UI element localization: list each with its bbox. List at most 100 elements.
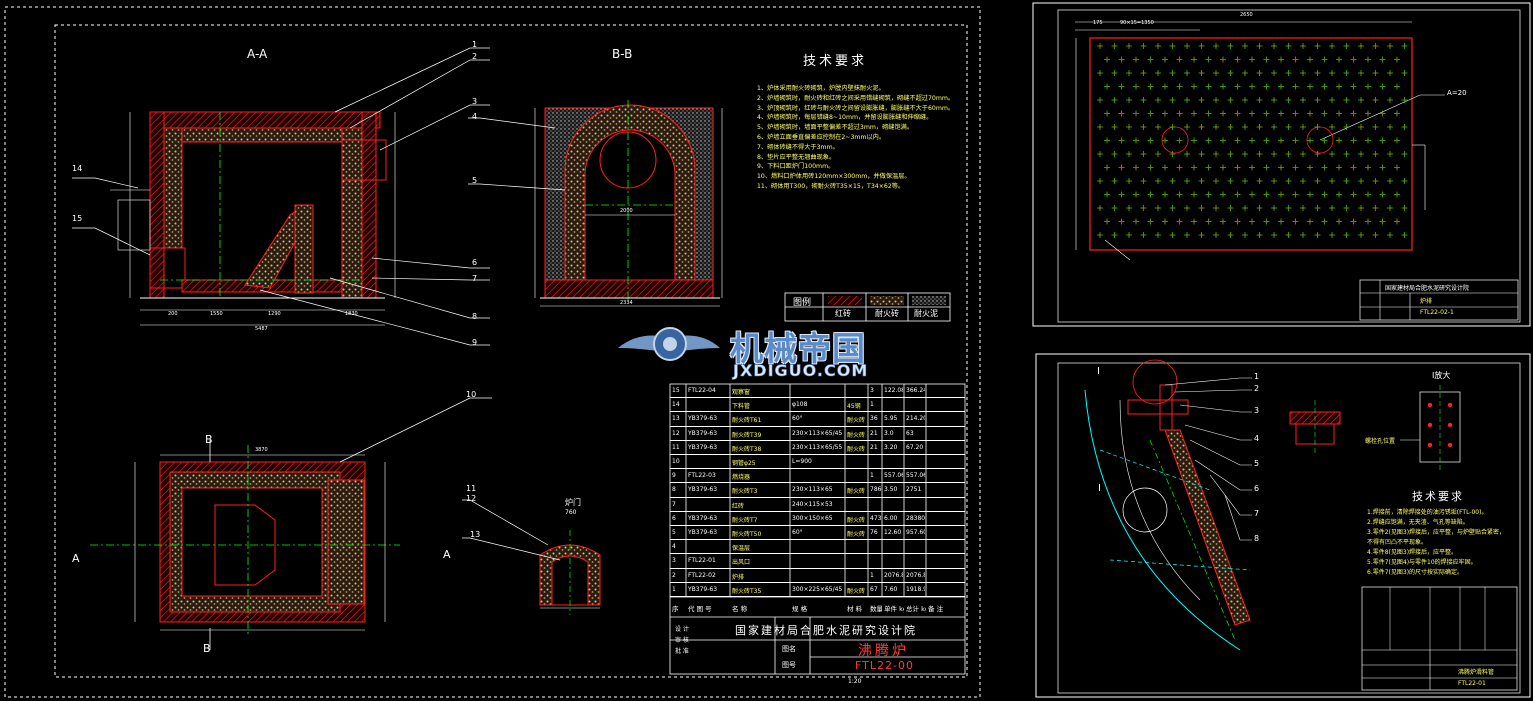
furnace-door-label: 炉门 [565, 498, 581, 507]
grate-hole-dot [1178, 166, 1181, 169]
bom-cell: 21 [870, 443, 878, 451]
view-bb-title: B-B [612, 47, 633, 61]
grate-hole-dot [1178, 112, 1181, 115]
bom-cell: 10 [672, 458, 680, 465]
bom-cell: 4 [672, 543, 676, 551]
grate-hole-dot [1316, 180, 1319, 182]
grate-hole-dot [1345, 72, 1348, 74]
grate-hole-dot [1345, 126, 1348, 128]
grate-hole-dot [1171, 234, 1174, 236]
grate-hole-dot [1244, 45, 1246, 47]
tech-note: 3、炉顶砌筑时，红砖与耐火砖之间留设膨胀缝，膨胀缝不大于60mm。 [757, 104, 955, 112]
grate-hole-dot [1352, 193, 1355, 196]
bom-cell: 76 [870, 529, 878, 536]
grate-hole-dot [1360, 126, 1362, 128]
grate-hole-dot [1106, 220, 1108, 223]
grate-hole-dot [1316, 207, 1319, 209]
grate-hole-dot [1338, 58, 1340, 61]
grate-hole-dot [1389, 234, 1391, 236]
br-detail-i-enlarged: I放大 [1432, 371, 1451, 380]
grate-hole-dot [1302, 207, 1304, 209]
grate-hole-dot [1229, 180, 1232, 182]
bom-cell: 耐火砖T35 [732, 587, 762, 595]
grate-hole-dot [1193, 166, 1195, 169]
grate-hole-dot [1345, 153, 1348, 155]
grate-hole-dot [1280, 139, 1282, 142]
grate-hole-dot [1258, 234, 1261, 236]
tech-note: 7、砌体砖缝不得大于3mm。 [757, 143, 839, 151]
br-tech-note: 2.焊缝应饱满，无夹渣、气孔等缺陷。 [1367, 519, 1469, 526]
br-drawing-name: 沸腾炉滑料管 [1458, 669, 1495, 676]
grate-hole-dot [1142, 234, 1145, 236]
grate-hole-dot [1287, 126, 1290, 128]
grate-hole-dot [1367, 139, 1369, 142]
drawing-no-label: 图号 [782, 661, 796, 669]
grate-hole-dot [1178, 139, 1181, 142]
grate-hole-dot [1186, 180, 1188, 182]
grate-hole-dot [1309, 112, 1311, 115]
grate-hole-dot [1389, 207, 1391, 209]
grate-hole-dot [1302, 45, 1304, 47]
grate-hole-dot [1244, 153, 1246, 155]
grate-hole-dot [1302, 180, 1304, 182]
grate-hole-dot [1352, 220, 1355, 223]
bom-cell: 3.0 [884, 429, 894, 437]
grate-hole-dot [1207, 139, 1210, 142]
grate-hole-dot [1251, 85, 1253, 88]
bom-cell: 6 [672, 514, 676, 522]
grate-hole-dot [1331, 234, 1333, 236]
bom-cell: 红砖 [732, 502, 745, 510]
grate-hole-dot [1331, 207, 1333, 209]
grate-hole-dot [1200, 207, 1203, 209]
grate-hole-dot [1164, 85, 1166, 88]
role-design: 设 计 [675, 626, 689, 633]
bom-cell: 耐火砖T7 [732, 516, 758, 524]
grate-hole-dot [1215, 126, 1217, 128]
grate-hole-grid [1097, 43, 1408, 238]
grate-hole-dot [1374, 126, 1377, 128]
grate-hole-dot [1149, 166, 1152, 169]
bom-cell: 60° [792, 415, 803, 423]
grate-hole-dot [1106, 58, 1108, 61]
grate-hole-dot [1229, 72, 1232, 74]
tech-note: 5、炉墙砌筑时，墙面平整偏差不超过3mm，砌缝饱满。 [757, 124, 914, 132]
legend-red-brick: 红砖 [835, 309, 851, 318]
tr-institute: 国家建材局合肥水泥研究设计院 [1385, 285, 1470, 292]
bom-cell: 1 [870, 401, 874, 409]
bom-cell: FTL22-03 [688, 472, 716, 480]
bb-dim-inner: 2000 [620, 208, 633, 214]
grate-hole-dot [1149, 220, 1152, 223]
bom-cell: 9 [672, 472, 676, 480]
grate-hole-dot [1251, 139, 1253, 142]
bom-cell: 炉排 [732, 573, 745, 581]
grate-hole-dot [1164, 58, 1166, 61]
grate-hole-dot [1367, 112, 1369, 115]
grate-hole-dot [1294, 139, 1297, 142]
bom-cell: 耐火砖 [847, 531, 866, 538]
grate-hole-dot [1287, 45, 1290, 47]
grate-hole-dot [1200, 72, 1203, 74]
grate-hole-dot [1360, 234, 1362, 236]
grate-hole-dot [1309, 85, 1311, 88]
bom-cell: FTL22-01 [688, 557, 716, 565]
aa-dim-4: 1830 [345, 311, 358, 317]
grate-hole-dot [1316, 45, 1319, 47]
grate-hole-dot [1236, 112, 1239, 115]
bom-cell: 28380 [906, 514, 925, 522]
grate-hole-dot [1396, 85, 1398, 88]
grate-hole-dot [1316, 99, 1319, 101]
grate-hole-dot [1360, 45, 1362, 47]
grate-hole-dot [1128, 153, 1130, 155]
bom-cell: 耐火砖 [847, 587, 866, 595]
grate-hole-dot [1381, 139, 1384, 142]
bom-cell: YB379-63 [688, 415, 718, 423]
grate-hole-dot [1193, 58, 1195, 61]
br-part-label: 2 [1254, 384, 1260, 393]
bom-cell: 230×113×65 [792, 486, 833, 494]
grate-hole-dot [1273, 45, 1275, 47]
grate-hole-dot [1273, 180, 1275, 182]
grate-hole-dot [1120, 166, 1123, 169]
